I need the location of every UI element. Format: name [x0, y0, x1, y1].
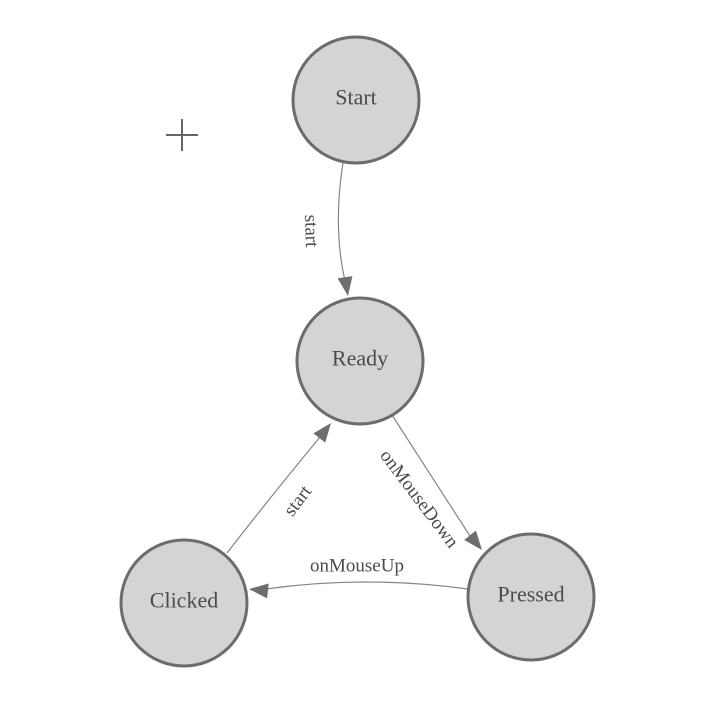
state-node-pressed[interactable]: Pressed — [466, 532, 596, 662]
state-node-ready[interactable]: Ready — [295, 296, 425, 426]
state-circle[interactable] — [295, 296, 425, 426]
edge-arrowhead — [464, 530, 482, 550]
origin-crosshair-icon — [166, 119, 198, 151]
edge-line[interactable] — [337, 162, 346, 282]
edge-arrowhead — [249, 583, 269, 599]
edge-arrowhead — [313, 423, 331, 443]
state-circle[interactable] — [119, 538, 249, 668]
state-node-start[interactable]: Start — [291, 35, 421, 165]
transition-edge-clicked-to-ready[interactable]: start — [226, 423, 331, 554]
edge-label[interactable]: start — [278, 480, 318, 522]
state-circle[interactable] — [291, 35, 421, 165]
transition-edge-start-to-ready[interactable]: start — [298, 162, 353, 296]
edge-arrowhead — [337, 276, 353, 296]
edge-label[interactable]: onMouseUp — [309, 554, 406, 578]
state-node-clicked[interactable]: Clicked — [119, 538, 249, 668]
transition-edge-ready-to-pressed[interactable]: onMouseDown — [374, 414, 482, 554]
state-circle[interactable] — [466, 532, 596, 662]
transition-edge-pressed-to-clicked[interactable]: onMouseUp — [249, 554, 469, 599]
edge-line[interactable] — [265, 581, 469, 590]
edge-line[interactable] — [391, 414, 471, 537]
edge-line[interactable] — [226, 436, 321, 554]
edge-label[interactable]: onMouseDown — [374, 444, 465, 554]
edge-label[interactable]: start — [298, 213, 323, 250]
